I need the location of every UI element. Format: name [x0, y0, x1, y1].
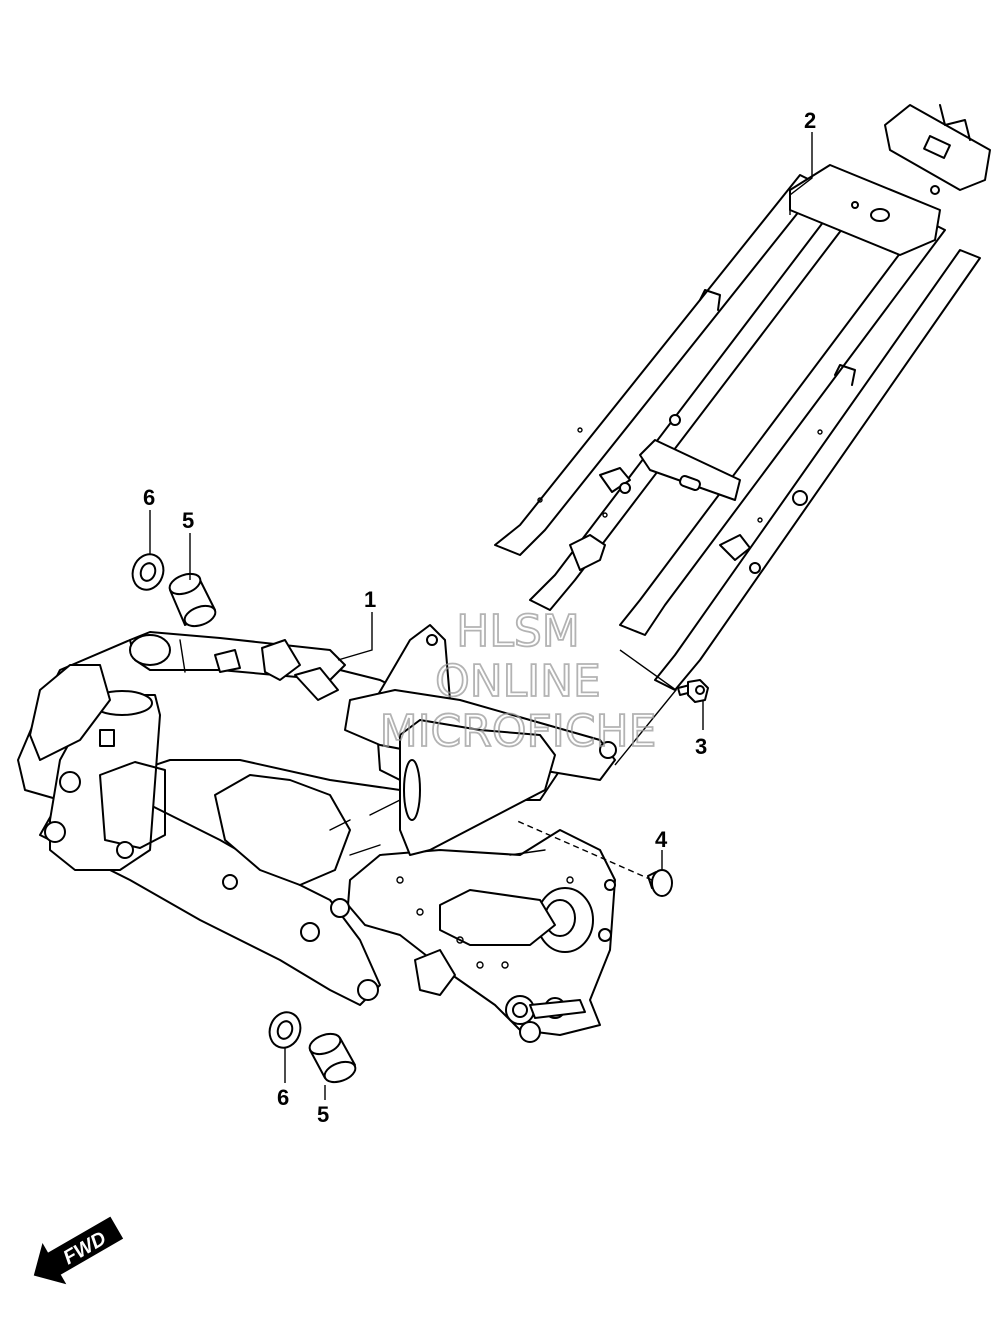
callout-5-top: 5	[182, 508, 194, 533]
bolt-part-3	[677, 679, 709, 703]
callout-3: 3	[695, 734, 707, 759]
watermark-line-3: MICROFICHE	[380, 706, 657, 757]
spacer-part-6-bottom	[268, 1011, 302, 1049]
spacer-part-6-top	[131, 553, 165, 591]
watermark-line-2: ONLINE	[435, 656, 601, 707]
callout-6-top: 6	[143, 485, 155, 510]
rear-subframe	[494, 104, 991, 691]
leader-lines	[149, 132, 813, 1100]
collar-part-5-bottom	[308, 1032, 357, 1084]
callout-2: 2	[804, 108, 816, 133]
fwd-arrow-icon	[33, 1216, 124, 1285]
collar-part-5-top	[168, 572, 217, 628]
callout-4: 4	[655, 827, 668, 852]
callout-labels: 1 2 3 4 5 6 5 6	[143, 108, 816, 1127]
main-frame	[17, 624, 617, 1043]
fwd-direction-indicator: FWD	[33, 1216, 124, 1285]
watermark: HLSM ONLINE MICROFICHE	[379, 605, 658, 758]
plug-part-4	[647, 869, 673, 897]
callout-1: 1	[364, 587, 376, 612]
watermark-line-1: HLSM	[456, 606, 580, 657]
callout-6-bottom: 6	[277, 1085, 289, 1110]
callout-5-bottom: 5	[317, 1102, 329, 1127]
